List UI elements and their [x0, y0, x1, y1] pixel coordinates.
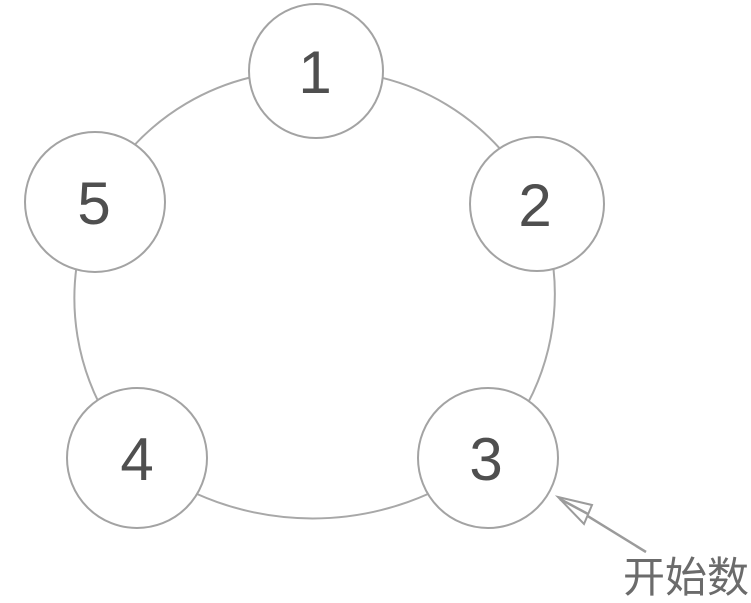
node-1-circle — [248, 3, 384, 139]
node-2: 2 — [469, 136, 605, 272]
start-arrow — [554, 495, 647, 554]
node-3-label: 3 — [469, 426, 502, 493]
node-4: 4 — [66, 387, 208, 529]
start-arrow-head-median — [559, 497, 589, 516]
node-4-circle — [66, 387, 208, 529]
node-3-circle — [417, 387, 559, 529]
start-count-label: 开始数 — [623, 554, 749, 601]
node-4-label: 4 — [120, 426, 153, 493]
node-2-circle — [469, 136, 605, 272]
node-1: 1 — [248, 3, 384, 139]
node-2-label: 2 — [518, 172, 551, 239]
node-1-label: 1 — [298, 39, 331, 106]
node-5-label: 5 — [77, 170, 110, 237]
node-5-circle — [24, 131, 166, 273]
node-5: 5 — [24, 131, 166, 273]
node-3: 3 — [417, 387, 559, 529]
